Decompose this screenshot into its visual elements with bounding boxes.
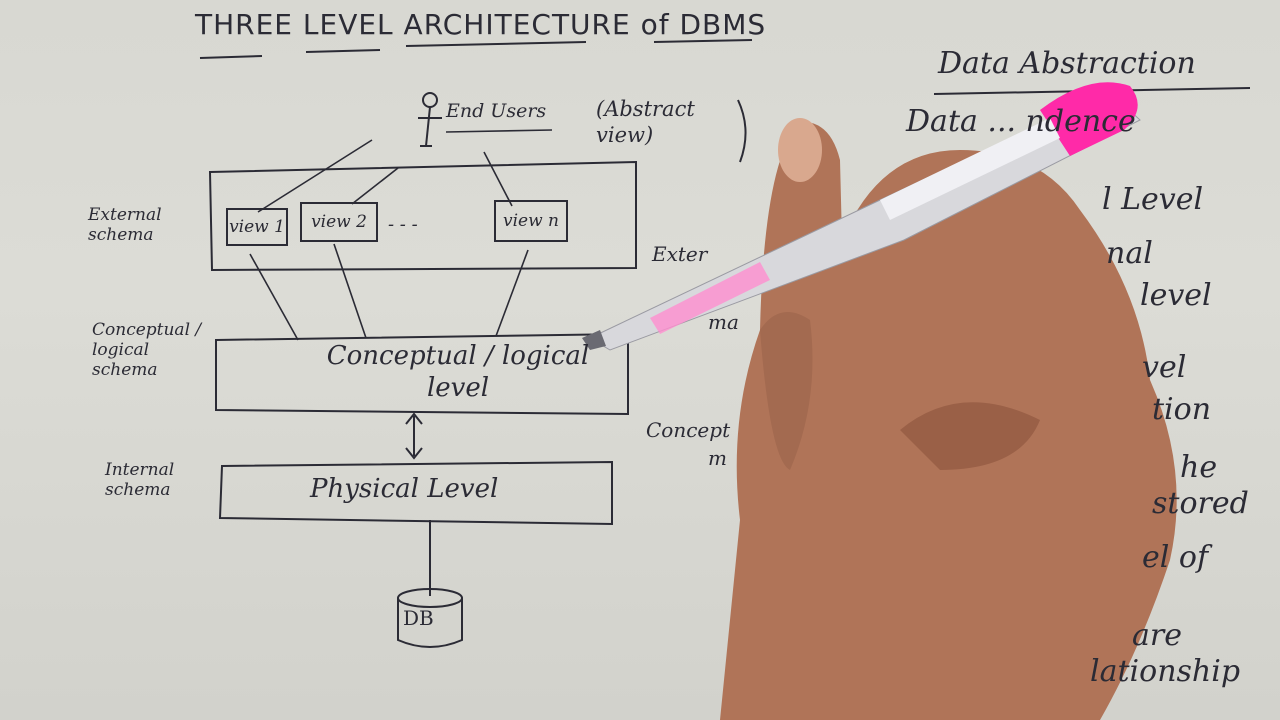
arrow-viewn-users [483, 151, 513, 207]
arrow-viewn-conceptual [495, 249, 529, 337]
database-cylinder-icon [397, 588, 463, 648]
conceptual-note: Concept [646, 418, 731, 442]
view-2-box: view 2 [300, 202, 378, 242]
side-line-5: vel [1142, 350, 1187, 385]
hand-with-pen [582, 82, 1177, 720]
side-line-2: l Level [1102, 182, 1204, 217]
side-line-3: nal [1106, 236, 1153, 271]
side-line-4: level [1140, 278, 1212, 313]
side-heading: Data Abstraction [938, 46, 1196, 81]
physical-level-text: Physical Level [310, 474, 499, 504]
internal-schema-label: Internal schema [105, 460, 175, 500]
abstract-view-note: (Abstract view) [596, 97, 695, 147]
view-n-box: view n [494, 200, 568, 242]
side-line-9: el of [1142, 540, 1209, 575]
side-line-7: he [1180, 450, 1218, 485]
external-note-2: ma [708, 310, 739, 334]
physical-level-box [218, 460, 613, 526]
external-note: Exter [652, 242, 708, 266]
conceptual-level-box [215, 332, 629, 416]
arrow-view2-conceptual [333, 243, 367, 339]
external-schema-label: External schema [88, 205, 162, 245]
view-1-box: view 1 [226, 208, 288, 246]
side-line-6: tion [1152, 392, 1212, 427]
side-line-11: lationship [1090, 654, 1241, 689]
diagram-title: THREE LEVEL ARCHITECTURE of DBMS [195, 8, 767, 41]
conceptual-level-text: Conceptual / logical level [326, 341, 590, 403]
external-level-box [208, 160, 637, 272]
side-line-8: stored [1152, 486, 1249, 521]
end-user-icon [418, 92, 442, 147]
end-users-label: End Users [446, 100, 547, 122]
arrow-view2-users [351, 167, 399, 205]
conceptual-schema-label: Conceptual / logical schema [92, 320, 202, 380]
db-label: DB [403, 606, 434, 630]
arrow-view1-users [257, 139, 373, 213]
conceptual-note-2: m [708, 446, 727, 470]
side-line-1: Data ... ndence [906, 104, 1136, 139]
arrow-view1-conceptual [249, 253, 299, 341]
views-ellipsis: - - - [388, 214, 418, 235]
side-line-10: are [1132, 618, 1182, 653]
